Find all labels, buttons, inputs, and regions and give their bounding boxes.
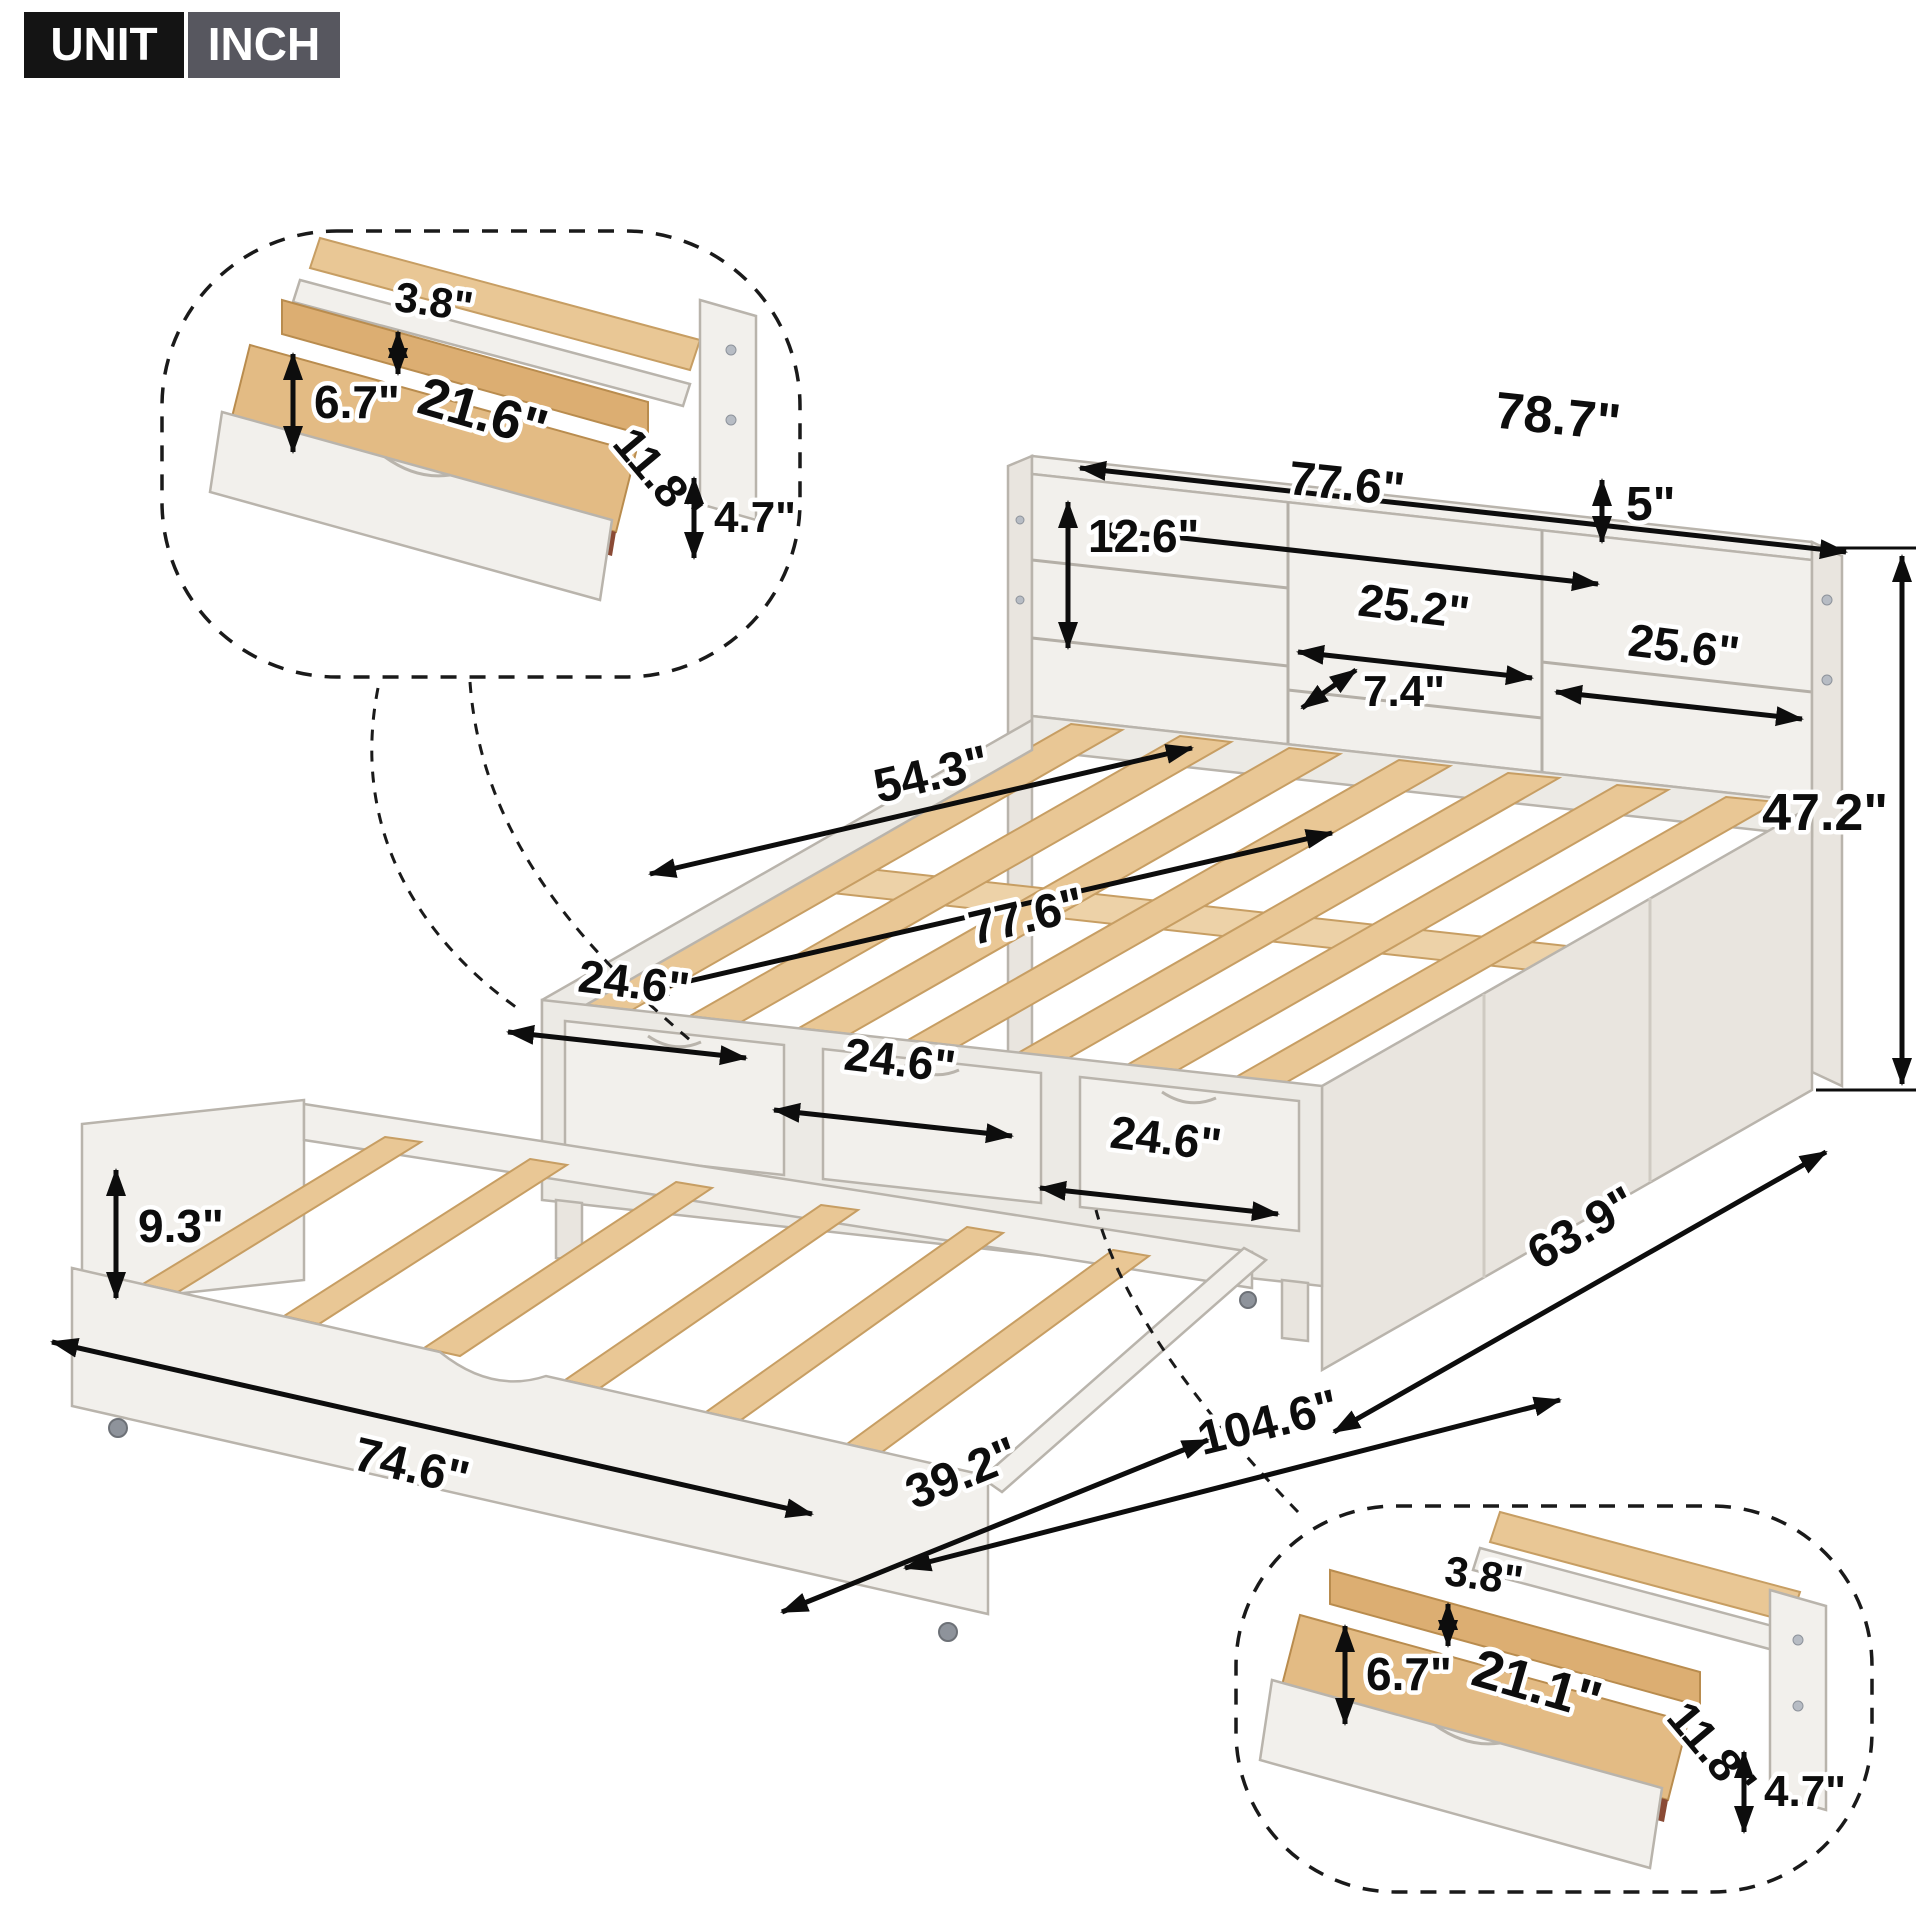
drawer-2-handle — [904, 1062, 960, 1077]
caster-wheel — [938, 1622, 958, 1642]
dim-headboard-top-gap: 5" — [1626, 478, 1675, 531]
arrow-headboard-shelf-span — [1090, 520, 1600, 592]
arrow-inner-length — [640, 829, 1334, 996]
unit-badge-dark-box — [24, 12, 184, 78]
dim-headboard-overall-width: 78.7" — [1492, 382, 1623, 453]
detail-view-top-drawer — [160, 229, 802, 679]
screw-dot — [725, 344, 737, 356]
connector-lines — [370, 681, 1300, 1514]
dim-bottom-drawer-thickness: 3.8" — [1442, 1547, 1526, 1604]
detail-drawer-front — [1258, 1678, 1664, 1870]
arrow-side-length — [1332, 1149, 1828, 1435]
detail-connector — [468, 681, 691, 1042]
dim-top-drawer-inner-height: 6.7" — [314, 376, 400, 428]
screw-dot — [1015, 515, 1025, 525]
detail-bubble-border — [160, 229, 802, 679]
unit-badge-value: INCH — [208, 18, 320, 70]
detail-drawer-back-edge — [281, 298, 649, 438]
arrow-shelf-depth — [1300, 667, 1358, 711]
detail-drawer-notch — [1434, 1723, 1501, 1746]
screw-dot — [725, 414, 737, 426]
dim-headboard-shelf-depth: 7.4" — [1363, 667, 1445, 716]
drawer-3-handle — [1161, 1090, 1217, 1105]
dim-bottom-drawer-inner-height: 6.7" — [1366, 1648, 1452, 1700]
dim-headboard-overall-height: 47.2" — [1762, 784, 1888, 842]
trundle-back-rail — [302, 1102, 1254, 1290]
arrow-drawer-1-width — [506, 1024, 748, 1066]
arrow-side-cubby-width — [1554, 684, 1804, 727]
screw-dot — [1792, 1700, 1804, 1712]
headboard-dimensions: 78.7" 77.6" 5" 12.6" 25.2" 7.4" 25.6" 47… — [1058, 377, 1916, 1092]
screw-dot — [1821, 674, 1833, 686]
dim-top-drawer-front-height: 4.7" — [714, 493, 796, 542]
main-bed-illustration — [540, 454, 1844, 1373]
arrow-trundle-width — [780, 1437, 1210, 1615]
caster-wheel — [108, 1418, 128, 1438]
unit-badge-label: UNIT — [50, 18, 157, 70]
screw-dot — [1792, 1634, 1804, 1646]
unit-badge: UNIT INCH — [24, 12, 340, 78]
detail-rail — [291, 278, 692, 408]
detail-post — [698, 298, 758, 522]
dim-headboard-cubby-height: 12.6" — [1088, 510, 1199, 562]
dim-bed-extended-length: 104.6" — [1193, 1380, 1344, 1466]
arrow-headboard-overall-width — [1078, 460, 1848, 560]
arrow-drawer-3-width — [1038, 1180, 1280, 1222]
screw-dot — [1015, 595, 1025, 605]
dim-bottom-drawer-front-height: 4.7" — [1764, 1767, 1846, 1816]
screw-dot — [1821, 594, 1833, 606]
trundle-head-panel — [80, 1098, 306, 1306]
dim-trundle-height: 9.3" — [138, 1200, 224, 1252]
detail-slat — [308, 236, 702, 372]
detail-drawer-notch — [384, 455, 451, 478]
detail-drawer-front — [208, 410, 614, 602]
unit-badge-gray-box — [188, 12, 340, 78]
detail-connector — [370, 687, 521, 1012]
detail-drawer-back-edge — [1329, 1568, 1701, 1708]
caster-wheel — [1239, 1291, 1257, 1309]
arrow-trundle-length — [50, 1337, 814, 1519]
arrow-middle-cubby-width — [1296, 644, 1534, 686]
bed-leg — [1280, 1278, 1310, 1343]
detail-post — [1768, 1588, 1828, 1812]
arrow-drawer-2-width — [772, 1102, 1014, 1144]
